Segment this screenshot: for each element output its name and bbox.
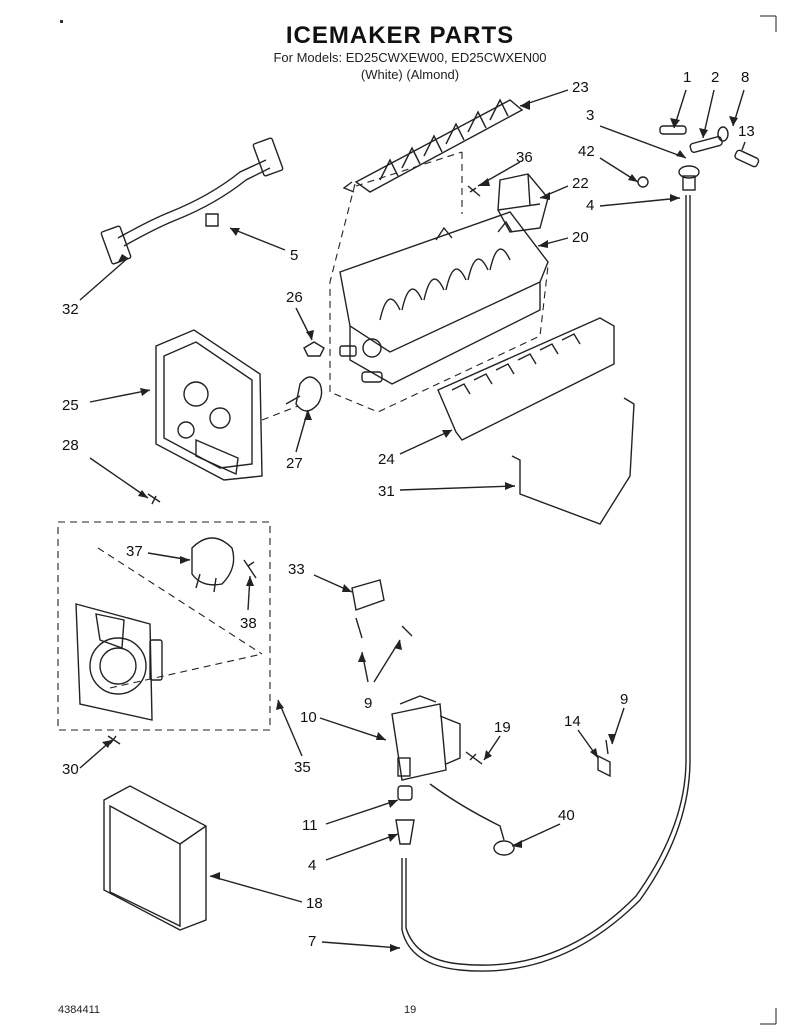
callout-14: 14 bbox=[564, 713, 581, 730]
callout-22: 22 bbox=[572, 175, 589, 192]
control-housing bbox=[155, 329, 263, 481]
callout-23: 23 bbox=[572, 79, 589, 96]
callout-30: 30 bbox=[62, 761, 79, 778]
model-colors: (White) (Almond) bbox=[360, 67, 460, 82]
screw bbox=[107, 735, 121, 745]
callout-25: 25 bbox=[62, 397, 79, 414]
callout-8: 8 bbox=[741, 69, 750, 86]
callout-28: 28 bbox=[62, 437, 79, 454]
callout-32: 32 bbox=[62, 301, 79, 318]
water-valve bbox=[391, 695, 483, 781]
screw bbox=[147, 493, 161, 505]
callout-36: 36 bbox=[516, 149, 533, 166]
ejector-part bbox=[342, 98, 524, 193]
callout-24: 24 bbox=[378, 451, 395, 468]
drive-module bbox=[75, 537, 257, 721]
callout-31: 31 bbox=[378, 483, 395, 500]
ice-mold bbox=[339, 211, 549, 385]
callout-1: 1 bbox=[683, 69, 692, 86]
document-number: 4384411 bbox=[58, 1004, 101, 1016]
callout-40: 40 bbox=[558, 807, 575, 824]
clamp bbox=[597, 754, 611, 778]
callout-7: 7 bbox=[308, 933, 317, 950]
callout-26: 26 bbox=[286, 289, 303, 306]
wire-harness bbox=[100, 137, 284, 265]
callout-20: 20 bbox=[572, 229, 589, 246]
callout-4: 4 bbox=[586, 197, 595, 214]
scan-mark bbox=[60, 20, 63, 23]
callout-4-lower: 4 bbox=[308, 857, 317, 874]
page-number: 19 bbox=[404, 1004, 417, 1016]
callout-3: 3 bbox=[586, 107, 595, 124]
callout-27: 27 bbox=[286, 455, 303, 472]
callout-13: 13 bbox=[738, 123, 755, 140]
water-tube bbox=[401, 195, 691, 972]
callout-18: 18 bbox=[306, 895, 323, 912]
callout-19: 19 bbox=[494, 719, 511, 736]
grommet bbox=[493, 840, 515, 856]
stripper bbox=[437, 317, 615, 441]
callout-5: 5 bbox=[290, 247, 299, 264]
clip bbox=[303, 341, 325, 357]
callout-2: 2 bbox=[711, 69, 720, 86]
ferrule bbox=[395, 819, 415, 845]
callout-10: 10 bbox=[300, 709, 317, 726]
motor bbox=[295, 376, 323, 412]
page-title: ICEMAKER PARTS bbox=[285, 22, 515, 49]
callout-42: 42 bbox=[578, 143, 595, 160]
shutoff-arm bbox=[511, 397, 635, 525]
arrowheads bbox=[102, 100, 738, 952]
callout-37: 37 bbox=[126, 543, 143, 560]
callout-11: 11 bbox=[302, 817, 318, 834]
callout-33: 33 bbox=[288, 561, 305, 578]
callout-9-right: 9 bbox=[620, 691, 629, 708]
fill-tube-fittings bbox=[637, 125, 760, 191]
nut bbox=[397, 785, 413, 801]
ice-bin bbox=[103, 785, 207, 931]
screw bbox=[467, 185, 481, 197]
callout-35: 35 bbox=[294, 759, 311, 776]
assembly-outline bbox=[57, 151, 549, 731]
callout-9: 9 bbox=[364, 695, 373, 712]
bracket bbox=[351, 579, 385, 611]
model-numbers: For Models: ED25CWXEW00, ED25CWXEN00 bbox=[273, 50, 547, 65]
callout-38: 38 bbox=[240, 615, 257, 632]
